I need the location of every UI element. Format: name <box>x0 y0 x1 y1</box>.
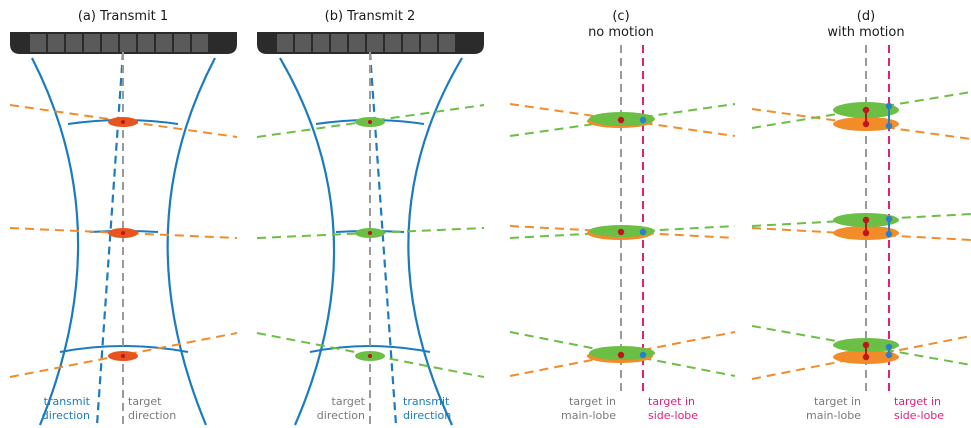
target-point-side <box>885 215 893 223</box>
transmit-direction-label-1: transmit <box>403 395 450 408</box>
transmit-direction-label-2: direction <box>42 409 90 422</box>
target-point-side <box>639 351 647 359</box>
panel-a: (a) Transmit 1 <box>9 9 238 426</box>
target-point <box>121 231 125 235</box>
transmit-direction-label-1: transmit <box>44 395 91 408</box>
target-direction-label-2: direction <box>128 409 176 422</box>
transmit-direction-line <box>368 51 398 426</box>
target-point-side <box>885 102 893 110</box>
beam-edge-right <box>166 57 216 426</box>
probe-icon <box>10 32 237 54</box>
main-lobe-label-1: target in <box>814 395 861 408</box>
side-lobe-label-2: side-lobe <box>648 409 698 422</box>
main-lobe-label-2: main-lobe <box>561 409 616 422</box>
target-point-main <box>862 341 870 349</box>
target-point-main <box>862 106 870 114</box>
beam-line-green <box>256 332 485 378</box>
panel-d-title-line2: with motion <box>827 25 904 40</box>
target-point-side <box>885 351 893 359</box>
target-point-main <box>862 229 870 237</box>
beam-edge-left <box>279 57 336 426</box>
target-point <box>368 354 372 358</box>
target-point-main <box>862 120 870 128</box>
main-lobe-label-1: target in <box>569 395 616 408</box>
target-direction-label-1: target <box>128 395 162 408</box>
panel-b-title: (b) Transmit 2 <box>325 9 416 24</box>
target-point <box>368 231 372 235</box>
panel-d-title-line1: (d) <box>857 9 875 24</box>
target-point <box>121 354 125 358</box>
panel-c-title-line1: (c) <box>612 9 629 24</box>
target-direction-label-1: target <box>332 395 366 408</box>
side-lobe-label-1: target in <box>648 395 695 408</box>
main-lobe-label-2: main-lobe <box>806 409 861 422</box>
target-point <box>368 120 372 124</box>
beam-edge-left <box>31 57 80 426</box>
panel-b: (b) Transmit 2 target directi <box>256 9 485 426</box>
beam-line-orange <box>9 332 238 378</box>
panel-c-title-line2: no motion <box>588 25 654 40</box>
target-point-side <box>885 122 893 130</box>
panel-d: (d) with motion <box>751 9 971 422</box>
side-lobe-label-1: target in <box>894 395 941 408</box>
transmit-direction-label-2: direction <box>403 409 451 422</box>
target-point-side <box>885 230 893 238</box>
target-point-main <box>862 353 870 361</box>
probe-icon <box>257 32 484 54</box>
target-direction-label-2: direction <box>317 409 365 422</box>
panel-a-title: (a) Transmit 1 <box>78 9 168 24</box>
transmit-direction-line <box>95 51 125 426</box>
beam-line-orange <box>9 104 238 138</box>
target-point-side <box>885 343 893 351</box>
target-point-main <box>617 351 625 359</box>
target-point-side <box>639 116 647 124</box>
side-lobe-label-2: side-lobe <box>894 409 944 422</box>
target-point-main <box>617 228 625 236</box>
beam-line-orange <box>509 331 736 377</box>
target-point <box>121 120 125 124</box>
beam-edge-right <box>407 57 463 426</box>
beam-line-green <box>256 104 485 138</box>
beam-line-green <box>509 331 736 377</box>
panel-c: (c) no motion target in main-lobe target… <box>509 9 736 422</box>
target-point-main <box>862 216 870 224</box>
target-point-main <box>617 116 625 124</box>
target-point-side <box>639 228 647 236</box>
